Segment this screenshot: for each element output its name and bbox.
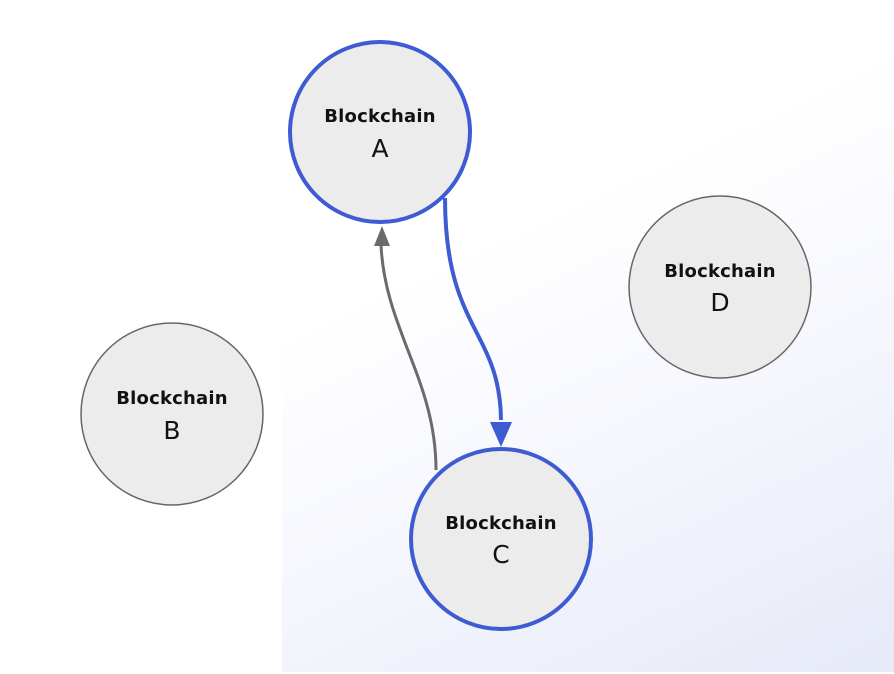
node-title: Blockchain	[664, 261, 776, 282]
arrowhead-icon	[374, 226, 390, 246]
node-blockchain-b[interactable]: Blockchain B	[80, 322, 264, 506]
node-letter: A	[371, 134, 388, 163]
node-blockchain-a[interactable]: Blockchain A	[288, 40, 472, 224]
node-circle	[288, 40, 472, 224]
node-title: Blockchain	[324, 106, 436, 127]
node-circle	[628, 195, 812, 379]
edge-c-to-a[interactable]	[374, 226, 438, 471]
node-blockchain-c[interactable]: Blockchain C	[409, 447, 593, 631]
edge-line	[379, 244, 438, 471]
edge-a-to-c[interactable]	[443, 197, 512, 447]
arrowhead-icon	[490, 422, 512, 447]
node-circle	[409, 447, 593, 631]
node-letter: B	[163, 416, 180, 445]
edge-line	[443, 197, 503, 421]
node-letter: D	[710, 288, 729, 317]
node-blockchain-d[interactable]: Blockchain D	[628, 195, 812, 379]
node-title: Blockchain	[116, 388, 228, 409]
node-circle	[80, 322, 264, 506]
node-title: Blockchain	[445, 513, 557, 534]
node-letter: C	[492, 540, 509, 569]
